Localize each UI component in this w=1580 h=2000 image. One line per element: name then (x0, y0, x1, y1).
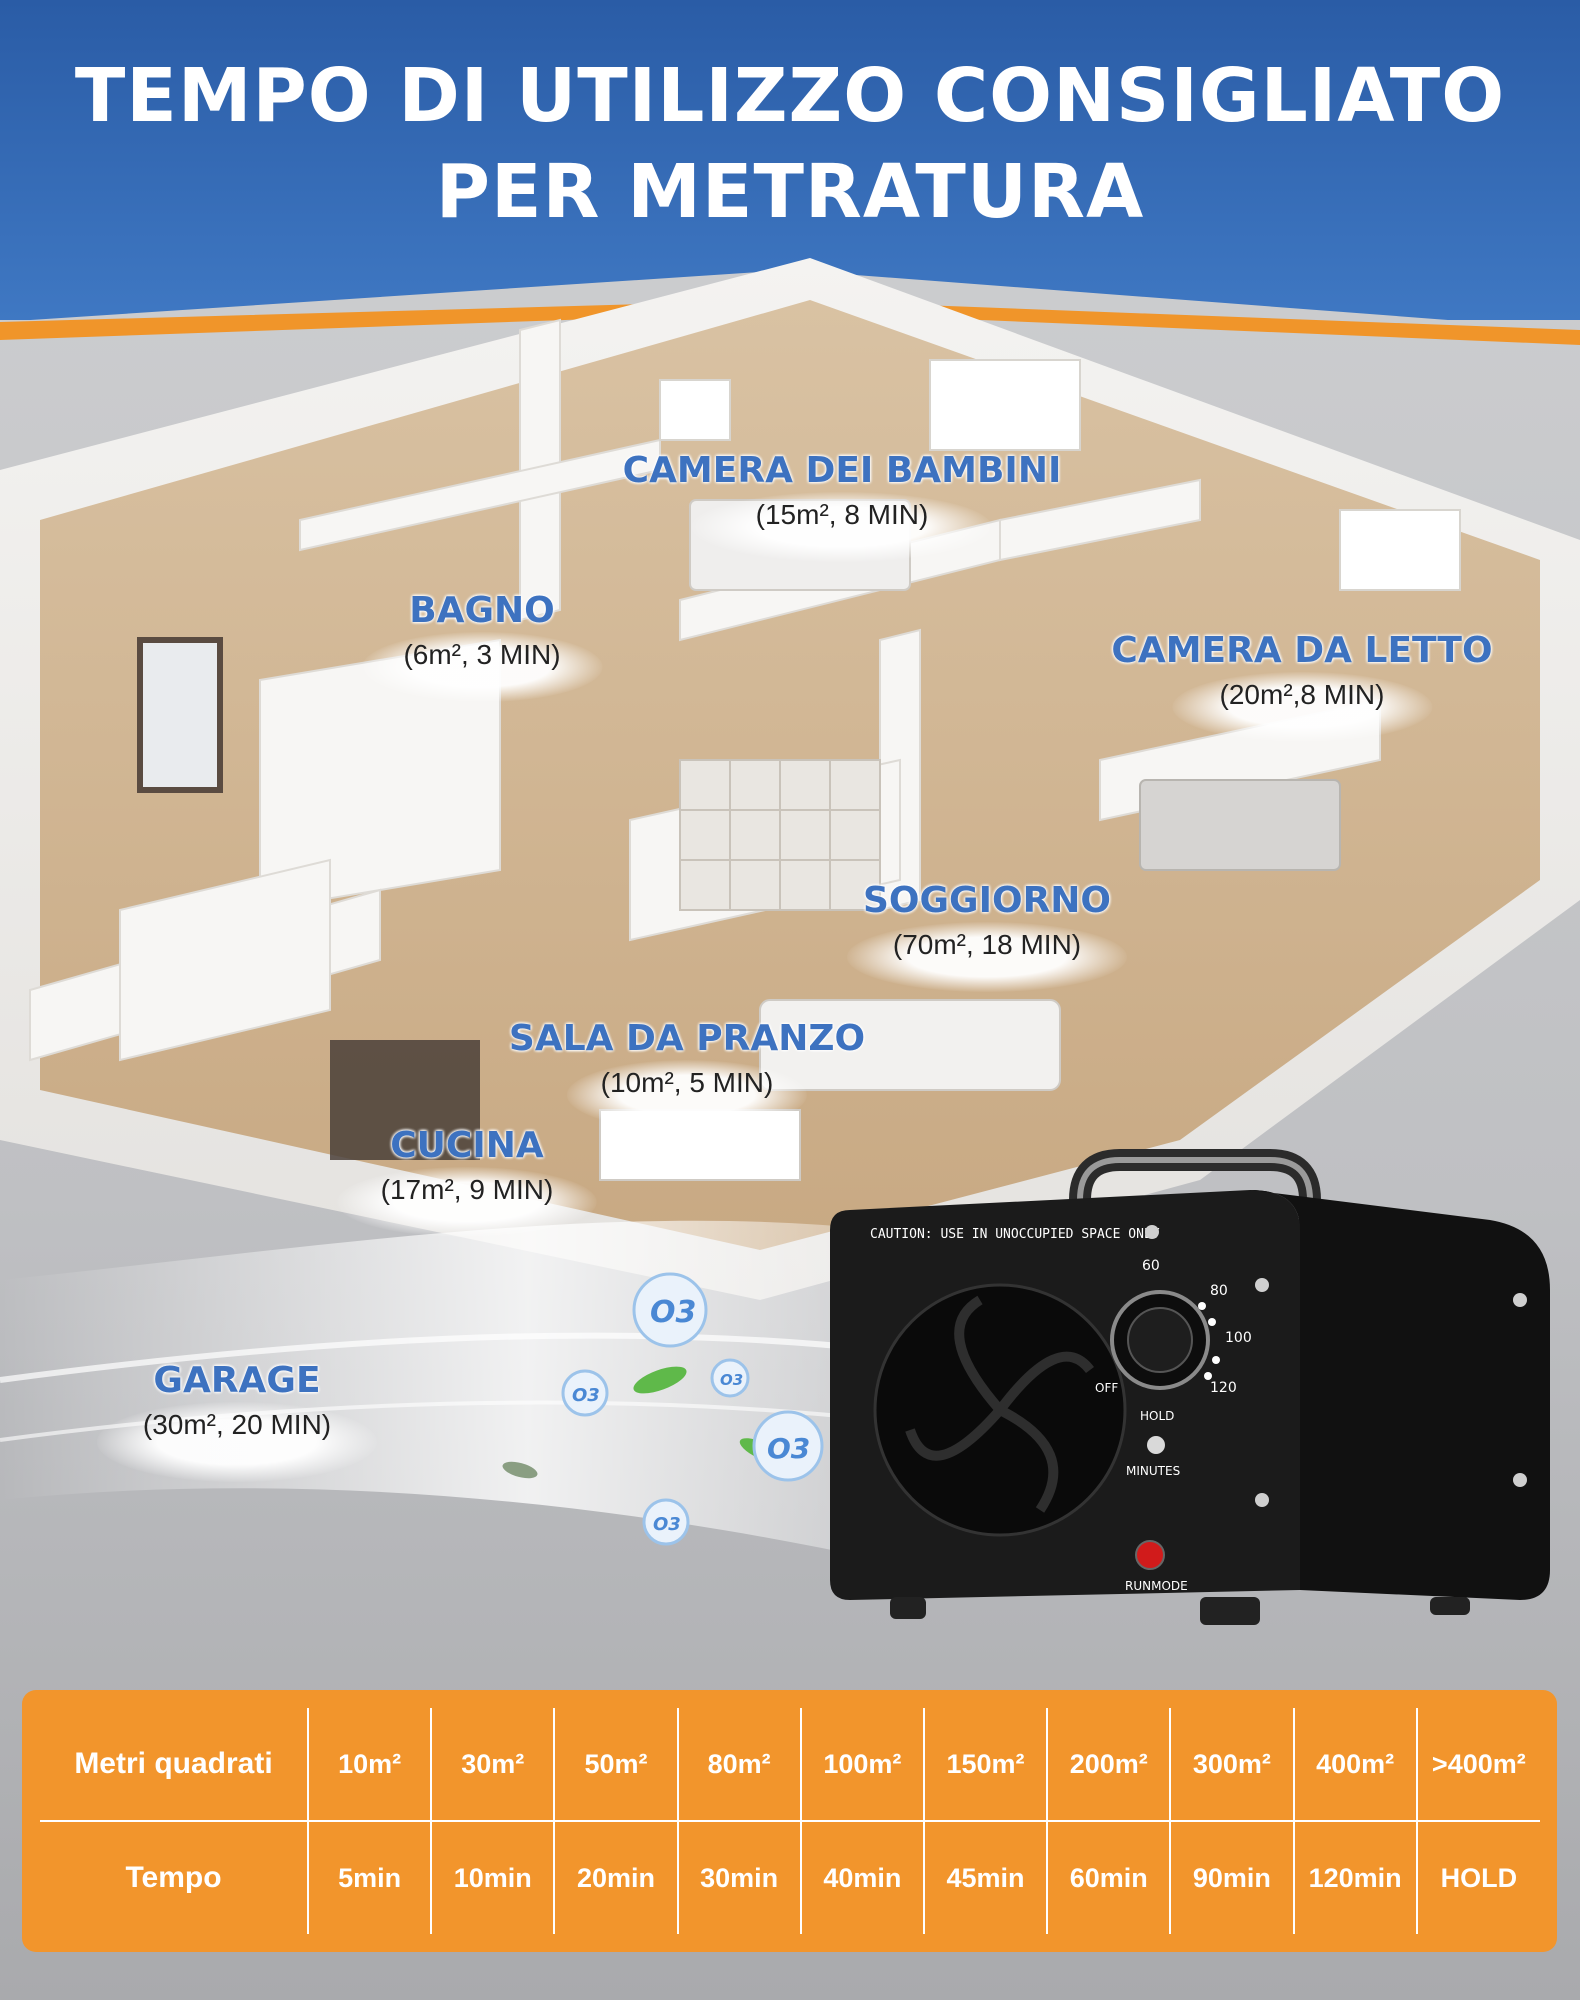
table-cell-area: 300m² (1169, 1708, 1294, 1822)
dial-mark-120: 120 (1210, 1380, 1237, 1396)
room-label-garage: GARAGE (30m², 20 MIN) (97, 1360, 377, 1482)
table-cell-time: 20min (553, 1821, 678, 1934)
ozone-label: O3 (767, 1432, 810, 1465)
room-name: CAMERA DA LETTO (1111, 630, 1493, 671)
ozone-label: O3 (653, 1514, 681, 1535)
runmode-light-icon (1135, 1540, 1165, 1570)
table-cell-area: 30m² (430, 1708, 555, 1822)
ozone-bubble-icon (632, 1272, 708, 1348)
table-cell-area: 400m² (1292, 1708, 1417, 1822)
room-detail: (30m², 20 MIN) (142, 1409, 332, 1440)
title-line-2: PER METRATURA (435, 149, 1145, 235)
room-label-camera-da-letto: CAMERA DA LETTO (20m²,8 MIN) (1111, 630, 1493, 742)
table-cell-time: HOLD (1415, 1821, 1540, 1934)
room-name: CAMERA DEI BAMBINI (622, 450, 1062, 491)
room-name: CUCINA (390, 1125, 544, 1166)
table-row-header-time: Tempo (125, 1861, 222, 1894)
table-cell-time: 5min (306, 1821, 432, 1934)
table-row-header-area: Metri quadrati (40, 1708, 308, 1822)
page-title: TEMPO DI UTILIZZO CONSIGLIATO PER METRAT… (0, 48, 1580, 240)
dial-mark-100: 100 (1225, 1330, 1252, 1346)
room-detail: (6m², 3 MIN) (403, 639, 561, 670)
runmode-label: RUNMODE (1125, 1579, 1188, 1593)
ozone-bubble-icon (642, 1498, 690, 1546)
table-cell-time: 40min (799, 1821, 924, 1934)
table-cell-area: 150m² (922, 1708, 1048, 1822)
room-name: BAGNO (409, 590, 555, 631)
ozone-generator-device: CAUTION: USE IN UNOCCUPIED SPACE ONLY 60… (830, 1149, 1550, 1625)
dial-mark-80: 80 (1210, 1283, 1228, 1299)
room-detail: (20m²,8 MIN) (1219, 679, 1385, 710)
room-detail: (70m², 18 MIN) (892, 929, 1082, 960)
room-name: GARAGE (153, 1360, 321, 1401)
table-row-time: Tempo 5min 10min 20min 30min 40min 45min… (40, 1821, 1540, 1934)
table-cell-area: >400m² (1415, 1708, 1540, 1822)
table-row-area: Metri quadrati 10m² 30m² 50m² 80m² 100m²… (40, 1708, 1540, 1822)
table-cell-area: 10m² (306, 1708, 432, 1822)
table-cell-time: 10min (430, 1821, 555, 1934)
usage-time-table: Metri quadrati 10m² 30m² 50m² 80m² 100m²… (22, 1690, 1557, 1952)
table-cell-area: 100m² (799, 1708, 924, 1822)
ozone-label: O3 (572, 1385, 600, 1406)
table-cell-time: 30min (676, 1821, 801, 1934)
room-label-soggiorno: SOGGIORNO (70m², 18 MIN) (847, 880, 1127, 992)
table-cell-area: 50m² (553, 1708, 678, 1822)
ozone-bubbles: O3 O3 O3 O3 O3 (561, 1272, 824, 1546)
room-detail: (15m², 8 MIN) (755, 499, 929, 530)
room-label-cucina: CUCINA (17m², 9 MIN) (337, 1125, 597, 1237)
room-label-bagno: BAGNO (6m², 3 MIN) (361, 590, 602, 702)
usage-table-grid: Metri quadrati 10m² 30m² 50m² 80m² 100m²… (40, 1708, 1540, 1934)
dial-minutes-label: MINUTES (1126, 1464, 1180, 1478)
table-cell-time: 120min (1292, 1821, 1417, 1934)
ozone-label: O3 (650, 1295, 696, 1330)
house-floorplan-illustration (0, 258, 1580, 1560)
room-label-sala-da-pranzo: SALA DA PRANZO (10m², 5 MIN) (508, 1018, 866, 1130)
dial-hold-label: HOLD (1140, 1409, 1174, 1423)
ozone-label: O3 (720, 1371, 743, 1389)
table-cell-time: 60min (1046, 1821, 1171, 1934)
table-cell-area: 80m² (676, 1708, 801, 1822)
room-name: SOGGIORNO (862, 880, 1112, 921)
ozone-bubble-icon (710, 1358, 750, 1398)
ozone-bubble-icon (561, 1369, 609, 1417)
dial-mark-60: 60 (1142, 1258, 1160, 1274)
minutes-indicator-icon (1147, 1436, 1165, 1454)
room-name: SALA DA PRANZO (508, 1018, 866, 1059)
title-line-1: TEMPO DI UTILIZZO CONSIGLIATO (74, 53, 1506, 139)
caution-label: CAUTION: USE IN UNOCCUPIED SPACE ONLY (870, 1227, 1160, 1242)
room-detail: (17m², 9 MIN) (380, 1174, 554, 1205)
room-detail: (10m², 5 MIN) (600, 1067, 774, 1098)
table-cell-area: 200m² (1046, 1708, 1171, 1822)
ozone-bubble-icon (752, 1410, 824, 1482)
room-label-camera-dei-bambini: CAMERA DEI BAMBINI (15m², 8 MIN) (622, 450, 1062, 562)
dial-mark-off: OFF (1095, 1381, 1118, 1395)
table-cell-time: 90min (1169, 1821, 1294, 1934)
table-cell-time: 45min (922, 1821, 1048, 1934)
